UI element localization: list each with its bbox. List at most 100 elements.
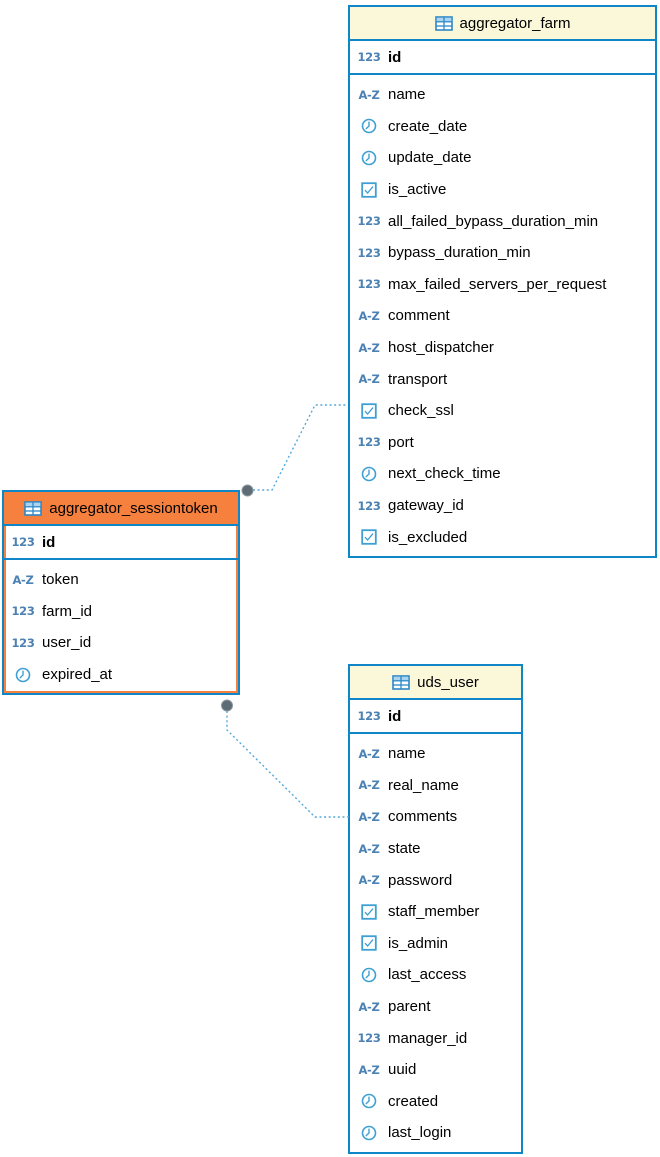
column-row[interactable]: A-Z real_name [350,770,521,802]
boolean-type-icon [357,403,381,419]
entity-title: aggregator_sessiontoken [49,499,218,517]
column-row[interactable]: 123 port [350,427,655,459]
number-type-icon: 123 [357,214,381,229]
column-name: last_access [388,966,467,984]
number-type-icon: 123 [357,709,381,723]
column-row[interactable]: is_admin [350,928,521,960]
pk-column-row[interactable]: 123 id [350,700,521,734]
table-icon [24,500,43,516]
column-row[interactable]: expired_at [4,659,238,691]
table-icon [392,674,410,690]
entity-aggregator-farm[interactable]: aggregator_farm 123 id A-Z name create_d… [348,5,657,558]
text-type-icon: A-Z [358,873,380,888]
column-row[interactable]: update_date [350,142,655,174]
text-type-icon: A-Z [358,746,380,761]
relation-endpoint-dot[interactable] [241,484,254,497]
column-name: is_active [388,181,447,199]
relation-sessiontoken-to-uds-user[interactable] [221,699,350,818]
column-list: A-Z name A-Z real_name A-Z comments A-Z … [350,734,521,1152]
relation-sessiontoken-to-farm[interactable] [241,404,347,497]
pk-column-row[interactable]: 123 id [350,41,655,75]
entity-header[interactable]: aggregator_sessiontoken [4,492,238,526]
column-row[interactable]: A-Z host_dispatcher [350,332,655,364]
column-row[interactable]: A-Z password [350,864,521,896]
column-name: state [388,840,421,858]
text-type-icon: A-Z [358,841,380,856]
column-name: is_excluded [388,528,468,546]
boolean-type-icon [357,935,381,952]
text-type-icon: A-Z [12,572,34,587]
number-type-icon: 123 [11,535,35,549]
entity-aggregator-sessiontoken[interactable]: aggregator_sessiontoken 123 id A-Z token… [2,490,240,696]
boolean-type-icon [357,904,381,920]
column-row[interactable]: last_login [350,1117,521,1149]
text-type-icon: A-Z [358,809,380,824]
boolean-type-icon [357,529,381,545]
column-row[interactable]: A-Z comments [350,801,521,833]
column-name: check_ssl [388,402,454,420]
column-row[interactable]: last_access [350,959,521,991]
column-row[interactable]: A-Z transport [350,363,655,395]
column-name: update_date [388,149,472,167]
column-row[interactable]: 123 max_failed_servers_per_request [350,269,655,301]
entity-title: aggregator_farm [459,14,571,32]
column-list: A-Z token 123 farm_id 123 user_id expire… [4,560,238,693]
column-name: create_date [388,117,468,135]
column-name: parent [388,998,431,1016]
entity-header[interactable]: uds_user [350,666,521,700]
column-name: id [42,533,56,551]
entity-header[interactable]: aggregator_farm [350,7,655,41]
text-type-icon: A-Z [358,340,380,355]
number-type-icon: 123 [357,435,381,450]
column-row[interactable]: A-Z name [350,79,655,111]
column-name: host_dispatcher [388,339,494,357]
column-name: transport [388,370,448,388]
number-type-icon: 123 [11,635,35,650]
column-name: next_check_time [388,465,501,483]
column-name: gateway_id [388,497,464,515]
column-row[interactable]: 123 bypass_duration_min [350,237,655,269]
text-type-icon: A-Z [358,308,380,323]
column-list: A-Z name create_date update_date is_acti… [350,75,655,556]
column-name: id [388,48,402,66]
column-name: last_login [388,1124,452,1142]
column-row[interactable]: A-Z uuid [350,1054,521,1086]
datetime-type-icon [357,1093,381,1109]
text-type-icon: A-Z [358,999,380,1014]
column-name: all_failed_bypass_duration_min [388,212,599,230]
datetime-type-icon [357,150,381,166]
column-row[interactable]: create_date [350,111,655,143]
column-row[interactable]: A-Z comment [350,300,655,332]
column-name: name [388,745,426,763]
column-name: uuid [388,1061,417,1079]
column-row[interactable]: A-Z name [350,738,521,770]
text-type-icon: A-Z [358,1062,380,1077]
column-name: max_failed_servers_per_request [388,275,607,293]
number-type-icon: 123 [357,245,381,260]
column-name: is_admin [388,934,449,952]
column-row[interactable]: 123 gateway_id [350,490,655,522]
column-row[interactable]: is_excluded [350,521,655,553]
column-name: real_name [388,776,459,794]
column-row[interactable]: is_active [350,174,655,206]
column-name: created [388,1092,439,1110]
column-row[interactable]: staff_member [350,896,521,928]
datetime-type-icon [11,667,35,683]
relation-endpoint-dot[interactable] [221,699,233,712]
column-row[interactable]: created [350,1086,521,1118]
column-row[interactable]: check_ssl [350,395,655,427]
column-row[interactable]: 123 farm_id [4,596,238,628]
column-name: password [388,871,453,889]
column-row[interactable]: 123 all_failed_bypass_duration_min [350,205,655,237]
column-row[interactable]: 123 manager_id [350,1022,521,1054]
column-name: name [388,86,426,104]
column-row[interactable]: A-Z parent [350,991,521,1023]
column-row[interactable]: 123 user_id [4,627,238,659]
column-name: id [388,707,402,725]
column-row[interactable]: A-Z state [350,833,521,865]
column-row[interactable]: next_check_time [350,458,655,490]
entity-uds-user[interactable]: uds_user 123 id A-Z name A-Z real_name A… [348,664,523,1154]
pk-column-row[interactable]: 123 id [4,526,238,560]
column-row[interactable]: A-Z token [4,564,238,596]
